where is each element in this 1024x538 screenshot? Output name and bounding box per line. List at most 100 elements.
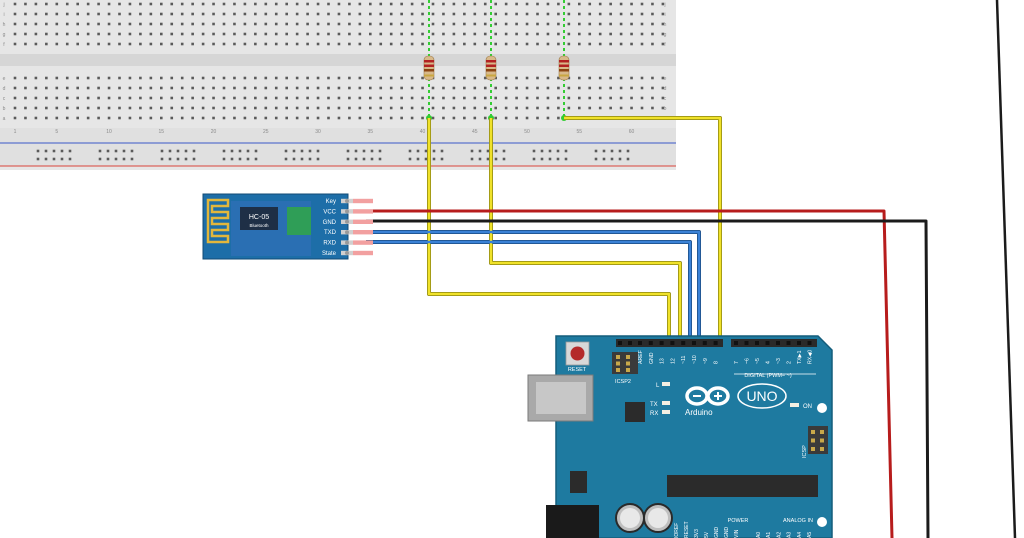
breadboard-hole	[160, 42, 163, 46]
breadboard-hole	[494, 32, 497, 36]
breadboard-hole	[86, 22, 90, 26]
breadboard-hole	[337, 96, 341, 100]
wire-black-right[interactable]	[995, 0, 1017, 538]
bottom-pin-label: A3	[787, 532, 793, 538]
rail-hole	[160, 157, 164, 161]
breadboard-hole	[243, 86, 247, 90]
wire-yellow-1[interactable]	[427, 118, 671, 342]
wire-blue-txd[interactable]	[366, 230, 701, 342]
rail-hole	[354, 149, 358, 153]
breadboard-hole	[139, 12, 142, 16]
breadboard-hole	[651, 106, 654, 110]
breadboard-hole	[285, 32, 288, 36]
wire-red-vcc[interactable]	[366, 209, 894, 538]
resistor-2[interactable]	[485, 55, 497, 81]
breadboard-hole	[651, 2, 654, 6]
wire-yellow-3[interactable]	[564, 116, 722, 342]
breadboard-hole	[379, 12, 383, 16]
breadboard-hole	[243, 116, 247, 120]
breadboard-hole	[13, 116, 17, 120]
rail-hole	[130, 149, 134, 153]
power-jack[interactable]	[546, 505, 599, 538]
breadboard-hole	[557, 76, 560, 80]
breadboard-hole	[76, 106, 79, 110]
breadboard-hole	[274, 42, 278, 46]
breadboard-hole	[222, 76, 226, 80]
breadboard-hole	[170, 32, 174, 36]
breadboard-hole	[160, 76, 163, 80]
breadboard-hole	[254, 116, 257, 120]
chip-u3	[625, 402, 645, 422]
breadboard-hole	[222, 2, 226, 6]
rail-hole	[36, 157, 40, 161]
breadboard-hole	[86, 42, 90, 46]
breadboard-hole	[243, 42, 247, 46]
logo-plus-v	[717, 392, 719, 400]
breadboard-hole	[13, 32, 17, 36]
breadboard-hole	[118, 2, 121, 6]
breadboard-hole	[504, 76, 508, 80]
digital-pin-label: 4	[766, 361, 772, 364]
header-hole	[659, 341, 664, 345]
breadboard-hole	[442, 86, 445, 90]
bottom-pin-label: IOREF	[674, 523, 680, 538]
breadboard-hole	[452, 2, 456, 6]
breadboard-hole	[65, 96, 69, 100]
wire-yellow-2[interactable]	[489, 118, 682, 342]
logo-minus	[693, 395, 701, 397]
breadboard-hole	[24, 32, 27, 36]
breadboard-hole	[191, 106, 194, 110]
breadboard-hole	[578, 106, 581, 110]
breadboard-hole	[222, 12, 226, 16]
breadboard-hole	[65, 32, 69, 36]
breadboard-hole	[76, 32, 79, 36]
rail-hole	[106, 157, 110, 161]
breadboard-hole	[118, 96, 121, 100]
breadboard-hole	[295, 76, 299, 80]
row-letter: c	[664, 96, 667, 102]
breadboard-hole	[34, 32, 38, 36]
breadboard-hole	[567, 32, 571, 36]
wire-blue-rxd[interactable]	[366, 240, 692, 342]
breadboard-hole	[609, 42, 612, 46]
breadboard-hole	[421, 106, 424, 110]
breadboard-hole	[619, 32, 623, 36]
breadboard-hole	[97, 12, 100, 16]
resistor-3[interactable]	[558, 55, 570, 81]
breadboard-hole	[536, 32, 539, 36]
breadboard-hole	[442, 96, 445, 100]
breadboard-hole	[97, 116, 100, 120]
breadboard-hole	[431, 116, 435, 120]
breadboard-hole	[264, 2, 268, 6]
breadboard-power-rail	[0, 128, 676, 166]
breadboard-hole	[567, 2, 571, 6]
breadboard-hole	[536, 106, 539, 110]
breadboard-hole	[661, 86, 665, 90]
rail-hole	[548, 157, 552, 161]
rail-hole	[246, 149, 250, 153]
breadboard-hole	[306, 2, 309, 6]
breadboard-hole	[661, 42, 665, 46]
usb-connector-inner	[536, 382, 586, 414]
wire-black-gnd[interactable]	[366, 219, 930, 538]
breadboard-hole	[452, 76, 456, 80]
breadboard-hole	[578, 32, 581, 36]
breadboard-hole	[128, 42, 132, 46]
row-letter: i	[3, 12, 4, 18]
resistor-1[interactable]	[423, 55, 435, 81]
breadboard-hole	[180, 2, 184, 6]
breadboard-hole	[536, 86, 539, 90]
rail-hole	[316, 157, 320, 161]
breadboard-hole	[619, 12, 623, 16]
breadboard-hole	[515, 106, 518, 110]
breadboard-hole	[557, 96, 560, 100]
breadboard-hole	[222, 32, 226, 36]
breadboard-hole	[525, 42, 529, 46]
breadboard-hole	[316, 32, 320, 36]
rail-hole	[378, 149, 382, 153]
breadboard-hole	[348, 2, 351, 6]
breadboard-hole	[295, 96, 299, 100]
